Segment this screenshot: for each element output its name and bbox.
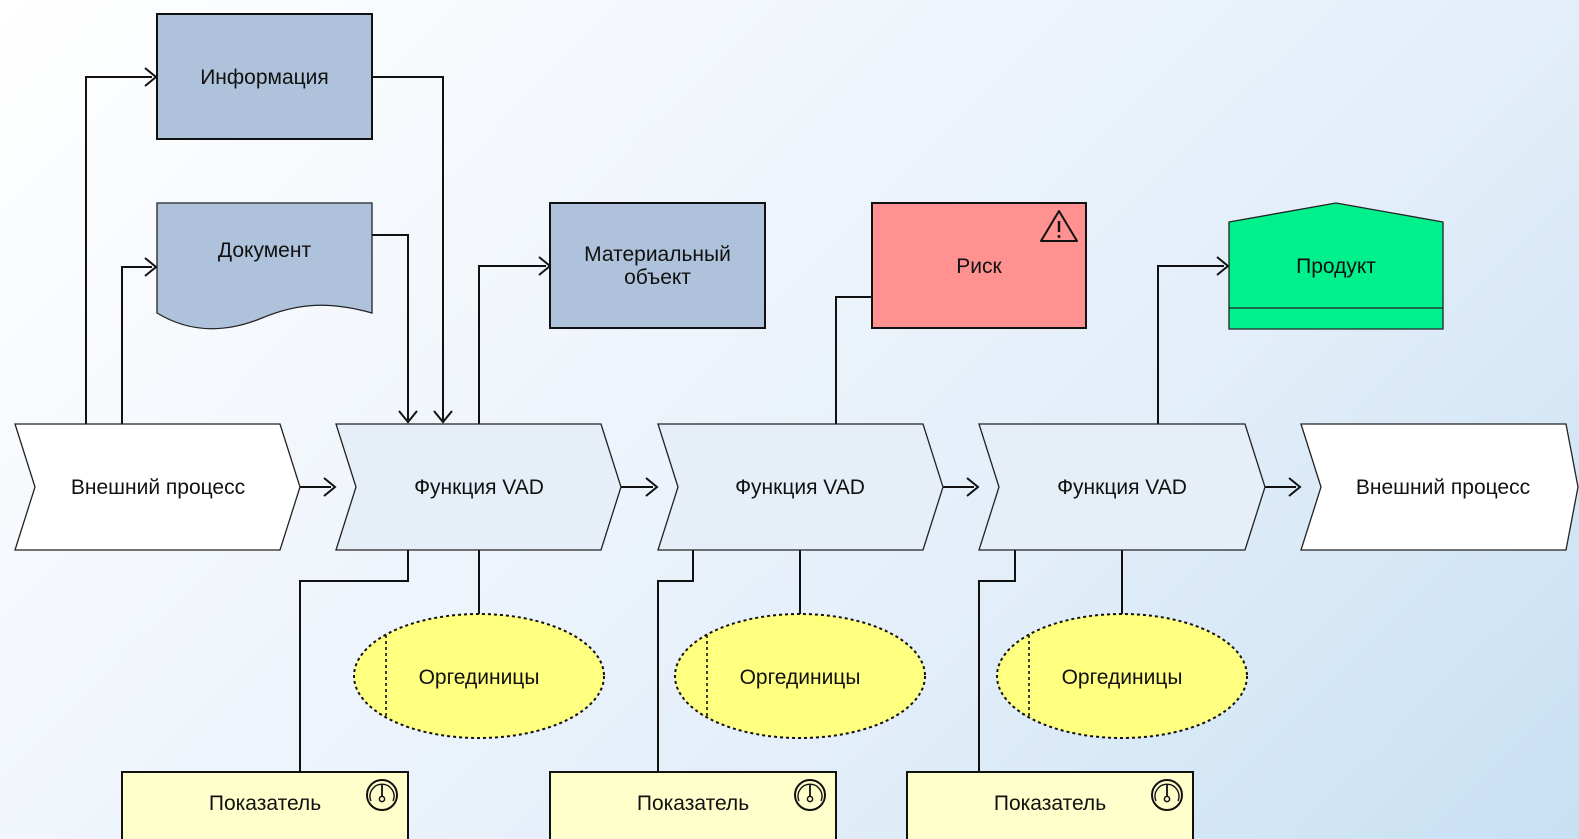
function-3-label: Функция VAD xyxy=(1057,476,1187,499)
arrowhead-chain-3 xyxy=(966,477,980,497)
connector-document-to-function xyxy=(372,234,409,420)
document-node[interactable]: Документ xyxy=(156,202,373,330)
connector-external-to-document xyxy=(121,266,152,424)
material-object-label-line2: объект xyxy=(624,266,691,289)
org-unit-2-label: Оргединицы xyxy=(740,666,861,689)
arrowhead-function-info xyxy=(433,410,453,424)
connector-function-2-to-indicator xyxy=(657,549,694,772)
risk-label: Риск xyxy=(956,255,1002,278)
function-3-shape xyxy=(978,423,1266,551)
indicator-2-label: Показатель xyxy=(637,792,749,815)
connectors xyxy=(85,67,1302,772)
org-unit-3-label: Оргединицы xyxy=(1062,666,1183,689)
org-unit-2-shape xyxy=(674,613,926,739)
arrowhead-product xyxy=(1216,256,1230,276)
external-process-right-shape xyxy=(1300,423,1579,551)
product-shape xyxy=(1228,202,1444,330)
indicator-2[interactable]: Показатель xyxy=(549,771,837,839)
material-object-label-line1: Материальный xyxy=(584,243,731,266)
indicator-1[interactable]: Показатель xyxy=(121,771,409,839)
indicator-1-label: Показатель xyxy=(209,792,321,815)
connector-info-to-function xyxy=(372,76,444,420)
org-unit-1-shape xyxy=(353,613,605,739)
info-node[interactable]: Информация xyxy=(156,13,373,140)
arrowhead-document xyxy=(144,257,158,277)
info-label: Информация xyxy=(200,66,329,89)
risk-node[interactable]: Риск xyxy=(871,202,1087,329)
gauge-icon xyxy=(366,779,398,811)
external-process-left-shape xyxy=(14,423,301,551)
external-process-left-label: Внешний процесс xyxy=(71,476,245,499)
warning-triangle-icon xyxy=(1040,210,1078,242)
org-unit-1[interactable]: Оргединицы xyxy=(353,613,605,739)
document-shape xyxy=(156,202,373,330)
connector-function-3-to-indicator xyxy=(978,549,1016,772)
indicator-3-label: Показатель xyxy=(994,792,1106,815)
function-2-label: Функция VAD xyxy=(735,476,865,499)
external-process-left[interactable]: Внешний процесс xyxy=(14,423,301,551)
function-1[interactable]: Функция VAD xyxy=(335,423,622,551)
gauge-icon xyxy=(1151,779,1183,811)
arrowhead-chain-2 xyxy=(645,477,659,497)
arrowhead-function-document xyxy=(398,410,418,424)
material-object-box xyxy=(549,202,766,329)
document-label: Документ xyxy=(218,239,312,262)
org-unit-3[interactable]: Оргединицы xyxy=(996,613,1248,739)
indicator-2-box xyxy=(549,771,837,839)
connector-function-to-material xyxy=(478,265,546,424)
function-3[interactable]: Функция VAD xyxy=(978,423,1266,551)
indicator-3-box xyxy=(906,771,1194,839)
connector-function-to-product xyxy=(1157,265,1224,424)
indicator-3[interactable]: Показатель xyxy=(906,771,1194,839)
info-box xyxy=(156,13,373,140)
org-unit-1-label: Оргединицы xyxy=(419,666,540,689)
external-process-right[interactable]: Внешний процесс xyxy=(1300,423,1579,551)
gauge-icon xyxy=(794,779,826,811)
connector-function-1-to-indicator xyxy=(299,549,409,772)
connector-external-to-info xyxy=(85,76,152,424)
external-process-right-label: Внешний процесс xyxy=(1356,476,1530,499)
arrowhead-chain-1 xyxy=(323,477,337,497)
product-label: Продукт xyxy=(1296,255,1376,278)
org-unit-3-shape xyxy=(996,613,1248,739)
function-1-shape xyxy=(335,423,622,551)
function-1-label: Функция VAD xyxy=(414,476,544,499)
product-node[interactable]: Продукт xyxy=(1228,202,1444,330)
connector-function-to-risk xyxy=(835,296,872,424)
indicator-1-box xyxy=(121,771,409,839)
org-unit-2[interactable]: Оргединицы xyxy=(674,613,926,739)
function-2[interactable]: Функция VAD xyxy=(657,423,944,551)
arrowhead-chain-4 xyxy=(1288,477,1302,497)
function-2-shape xyxy=(657,423,944,551)
material-object-node[interactable]: Материальный объект xyxy=(549,202,766,329)
